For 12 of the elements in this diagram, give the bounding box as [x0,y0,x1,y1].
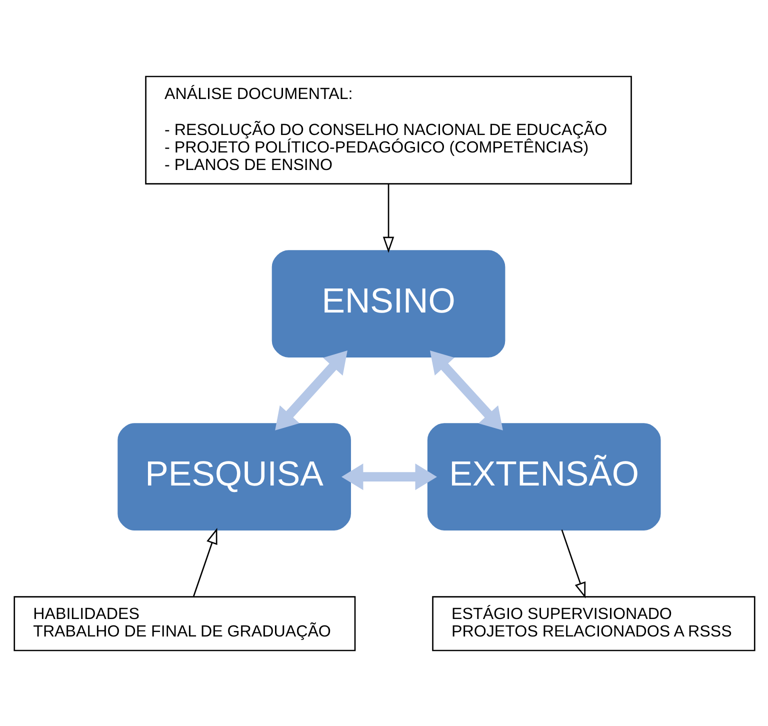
node-box: PESQUISA [117,422,350,530]
arrow [560,529,586,598]
node-box: EXTENSÃO [426,422,660,530]
node-box: ENSINO [271,250,505,357]
arrow [340,463,436,490]
arrow [192,527,217,596]
arrow [429,350,502,430]
arrow [382,184,394,252]
node-box: ANÁLISE DOCUMENTAL: - RESOLUÇÃO DO CONSELHO NACIONAL DE EDUCAÇÃO - PROJETO POLÍTICO-PEDAGÓGICO (COMPETÊNCIAS) - PLANOS DE ENSINO [144,75,632,184]
node-box: ESTÁGIO SUPERVISIONADO PROJETOS RELACIONADOS A RSSS [432,596,755,651]
arrow [274,350,347,430]
node-box: HABILIDADES TRABALHO DE FINAL DE GRADUAÇÃO [13,596,356,651]
